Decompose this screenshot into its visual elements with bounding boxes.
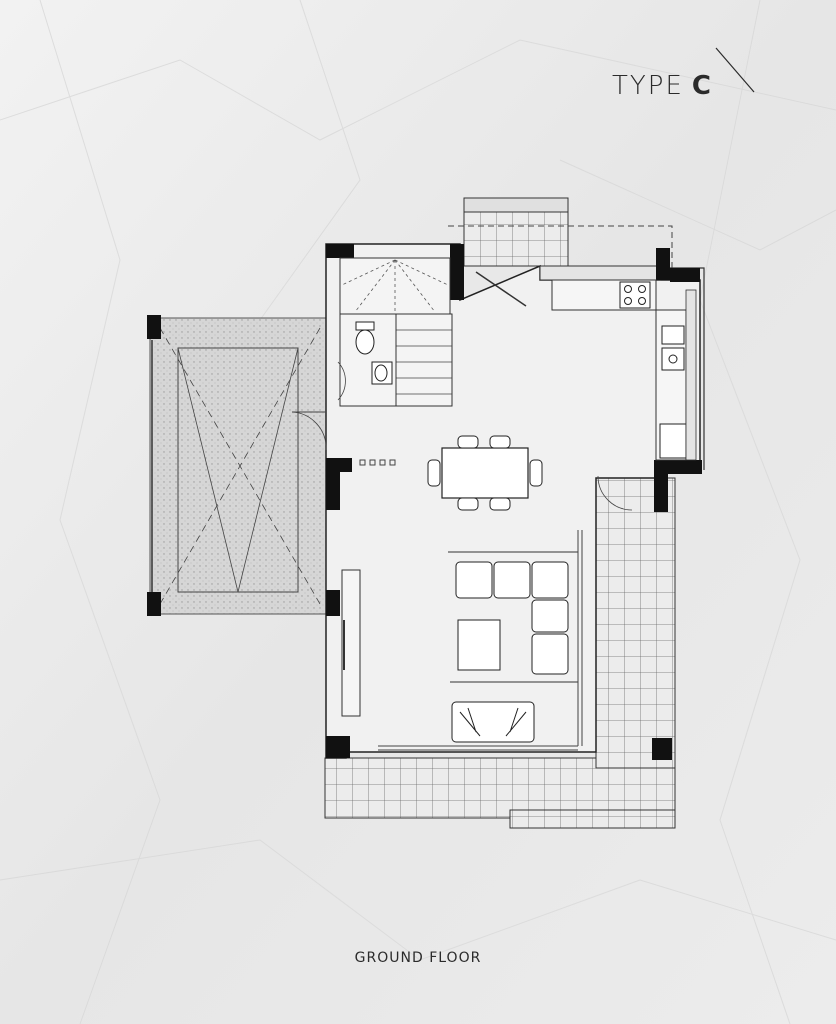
winder-steps <box>341 259 449 313</box>
dining-wall-markers <box>359 459 396 466</box>
kitchen-counter-top <box>539 265 661 281</box>
coffee-table <box>457 619 501 671</box>
terrace-door-swing <box>597 475 633 511</box>
rear-door-leaf <box>475 271 527 307</box>
carport-area <box>149 317 329 615</box>
wc-door-swing <box>337 361 346 401</box>
loveseat <box>451 701 535 743</box>
title-word: TYPE <box>612 71 684 101</box>
dining-chairs <box>427 435 543 511</box>
rear-canopy-outline <box>448 225 673 268</box>
title-slash-decoration <box>715 47 755 93</box>
kitchen-sink-icon <box>661 325 685 371</box>
structural-columns <box>326 244 702 760</box>
car-diagonals <box>177 347 299 593</box>
toilet-icon <box>355 321 375 355</box>
carport-door-swing <box>291 411 327 451</box>
sectional-sofa <box>448 551 579 683</box>
carport-column-bl <box>147 592 161 616</box>
front-terrace-tiles-ext <box>509 809 676 829</box>
hob-icon <box>619 281 651 309</box>
floor-caption: GROUND FLOOR <box>354 950 482 966</box>
sink-icon <box>371 361 393 385</box>
carport-column-tl <box>147 315 161 339</box>
fridge-icon <box>659 423 687 459</box>
sliding-doors <box>378 530 583 751</box>
title-letter: C <box>691 71 713 101</box>
carport-roof-lines <box>159 327 321 605</box>
dining-table <box>441 447 529 499</box>
stair-treads <box>396 329 452 395</box>
rear-entry-step <box>463 197 569 213</box>
plan-type-title: TYPE C <box>612 66 713 106</box>
tv-unit <box>341 569 361 717</box>
side-terrace-tiles <box>595 477 676 769</box>
stair-flight <box>395 313 453 407</box>
kitchen-window <box>685 289 697 461</box>
